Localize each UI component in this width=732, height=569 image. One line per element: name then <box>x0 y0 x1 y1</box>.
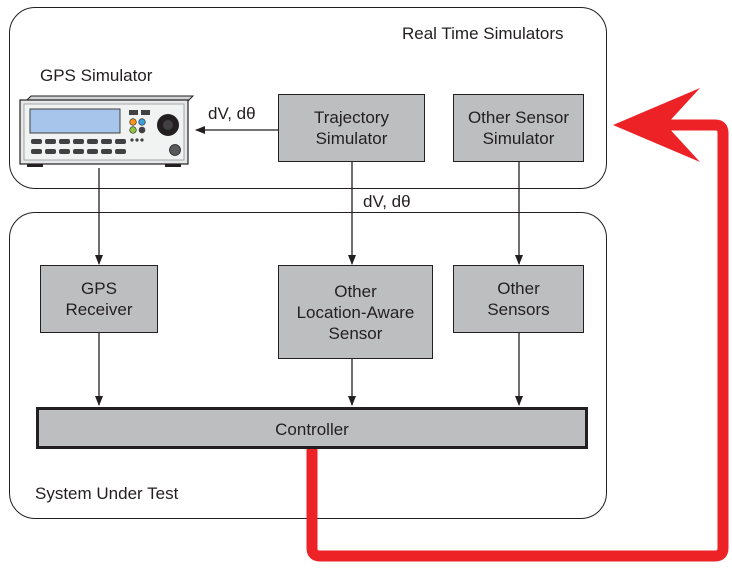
other-location-aware-sensor-box: Other Location-Aware Sensor <box>278 265 433 359</box>
other-sensors-label: Other Sensors <box>487 279 550 319</box>
trajectory-simulator-label: Trajectory Simulator <box>314 108 389 148</box>
other-sensors-box: Other Sensors <box>453 265 584 333</box>
other-location-aware-sensor-label: Other Location-Aware Sensor <box>296 281 415 343</box>
controller-label: Controller <box>275 420 349 439</box>
feedback-loop-arrow <box>306 119 729 562</box>
other-sensor-simulator-box: Other Sensor Simulator <box>453 94 584 162</box>
controller-box: Controller <box>36 407 588 449</box>
system-under-test-label: System Under Test <box>35 484 179 503</box>
gps-receiver-label: GPS Receiver <box>65 279 133 319</box>
feedback-arrowhead <box>613 88 700 162</box>
trajectory-simulator-box: Trajectory Simulator <box>278 94 425 162</box>
gps-simulator-label: GPS Simulator <box>40 66 153 85</box>
gps-simulator-icon <box>19 95 195 167</box>
gps-receiver-box: GPS Receiver <box>40 265 158 333</box>
real-time-simulators-label: Real Time Simulators <box>402 24 564 43</box>
dv-dtheta-label-middle: dV, dθ <box>363 192 411 211</box>
other-sensor-simulator-label: Other Sensor Simulator <box>467 108 570 148</box>
dv-dtheta-label-top: dV, dθ <box>208 104 256 123</box>
